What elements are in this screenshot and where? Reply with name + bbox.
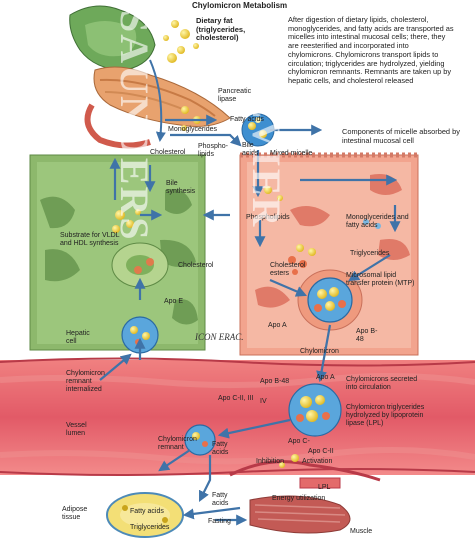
label-apo-a-vessel: Apo A — [316, 374, 335, 381]
label-mtp: Microsomal lipid transfer protein (MTP) — [346, 272, 415, 287]
hepatic-lipid-droplets — [112, 209, 154, 274]
label-bile-acids: Bile acids — [242, 142, 259, 157]
label-energy-utilization: Energy utilization — [272, 495, 326, 502]
intestinal-lipid-droplets — [264, 186, 381, 275]
label-apo-e: Apo E — [164, 298, 184, 305]
label-phospholipids-top: Phospho- lipids — [198, 143, 228, 158]
chylomicron-remnant-liver — [121, 316, 159, 354]
blood-vessel — [0, 357, 475, 476]
label-activation: Activation — [302, 458, 333, 465]
label-chylomicron: Chylomicron — [300, 348, 339, 355]
artist-signature: ICON ERAC. — [194, 332, 244, 342]
label-apo-cii-iii: Apo C-II, III — [218, 395, 254, 402]
label-mixed-micelle: Mixed micelle — [270, 150, 313, 157]
chylomicron-circulation — [288, 383, 342, 437]
label-pancreatic-lipase: Pancreatic lipase — [218, 88, 252, 103]
dietary-fat-droplets — [163, 20, 199, 63]
label-bile-synthesis: Bile synthesis — [166, 180, 196, 195]
label-hepatic-cell: Hepatic cell — [66, 330, 90, 345]
label-secreted: Chylomicrons secreted into circulation — [346, 376, 418, 391]
label-fatty-acids-top: Fatty acids — [230, 116, 264, 123]
diagram-title: Chylomicron Metabolism — [192, 1, 288, 10]
label-cholesterol-top: Cholesterol — [150, 149, 186, 156]
chylomicron-intestinal — [307, 277, 353, 323]
label-apo-cii: Apo C-II — [308, 448, 334, 455]
watermark-saunders: SAUNDERS — [112, 10, 157, 242]
gallbladder-pancreas-illustration — [69, 5, 231, 149]
label-muscle: Muscle — [350, 528, 373, 535]
label-adipose-tissue: Adipose tissue — [62, 506, 88, 521]
label-dietary-fat: Dietary fat — [196, 16, 233, 25]
label-monoglycerides-fatty-acids: Monoglycerides and fatty acids — [346, 214, 409, 229]
hepatic-cell-region — [29, 154, 206, 351]
label-monoglycerides: Monoglycerides — [168, 126, 218, 133]
label-fatty-acids-adipose: Fatty acids — [130, 508, 164, 515]
label-apo-b48: Apo B-48 — [356, 328, 378, 343]
label-remnant-internalized: Chylomicron remnant internalized — [66, 370, 105, 393]
muscle-illustration — [249, 495, 351, 534]
label-apo-iv: IV — [260, 398, 267, 405]
label-fatty-acids-bottom: Fatty acids — [212, 492, 229, 507]
label-fatty-acids-vessel: Fatty acids — [212, 441, 229, 456]
pathway-arrows — [99, 114, 401, 526]
label-fasting: Fasting — [208, 518, 231, 525]
watermark-elsevier: ELSEVIER — [244, 10, 289, 229]
label-apo-c: Apo C- — [288, 438, 310, 445]
chylomicron-remnant-vessel — [184, 424, 216, 456]
label-dietary-fat-detail: (triglycerides, cholesterol) — [196, 25, 246, 42]
label-lpl: LPL — [318, 484, 331, 491]
label-chylomicron-remnant: Chylomicron remnant — [158, 436, 197, 451]
label-substrate: Substrate for VLDL and HDL synthesis — [60, 232, 120, 247]
label-triglycerides-adipose: Triglycerides — [130, 524, 170, 531]
label-phospholipids-mid: Phospholipids — [246, 214, 290, 221]
micelle-explanation: Components of micelle absorbed by intest… — [342, 127, 460, 145]
label-triglycerides: Triglycerides — [350, 250, 390, 257]
label-inhibition: Inhibition — [256, 458, 285, 465]
label-cholesterol-esters: Cholesterol esters — [270, 262, 306, 277]
label-hydrolyzed: Chylomicron triglycerides hydrolyzed by … — [346, 404, 425, 427]
label-cholesterol-liver: Cholesterol — [178, 262, 214, 269]
digestion-explanation: After digestion of dietary lipids, chole… — [288, 15, 454, 85]
label-vessel-lumen: Vessel lumen — [66, 422, 87, 437]
label-apo-a: Apo A — [268, 322, 287, 329]
label-apo-b48-vessel: Apo B-48 — [260, 378, 290, 385]
endothelial-lpl-structure — [229, 454, 381, 489]
